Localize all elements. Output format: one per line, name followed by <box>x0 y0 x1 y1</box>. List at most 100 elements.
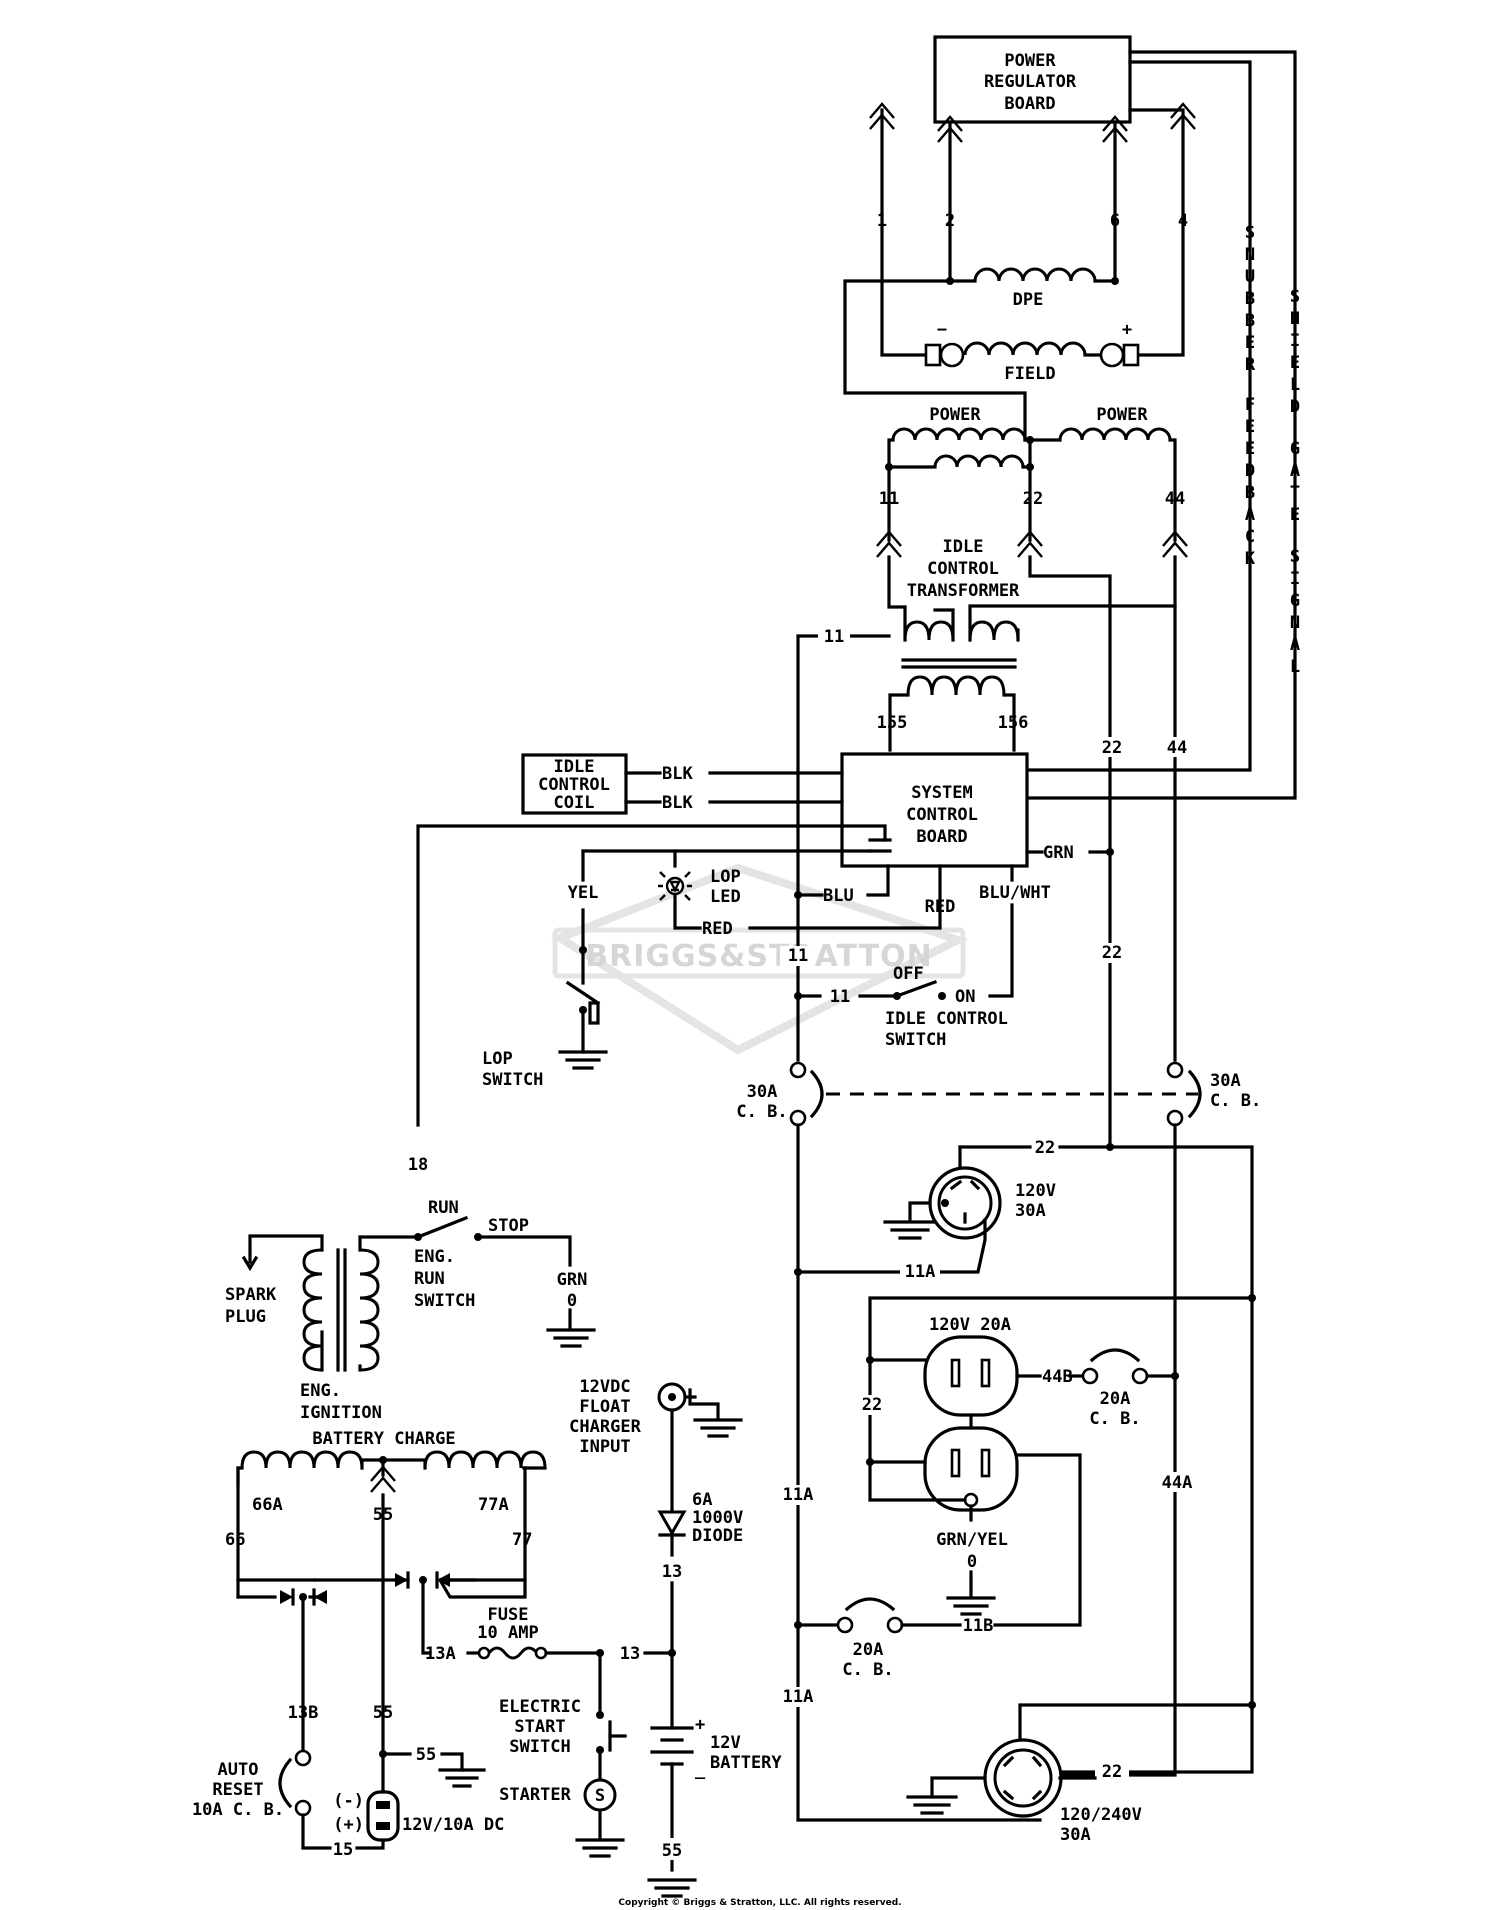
idle-control-coil: IDLE CONTROL COIL <box>521 753 628 815</box>
spark-plug-label-2: PLUG <box>225 1307 266 1327</box>
wire-13a-label: 13A <box>425 1644 456 1664</box>
signal-letter-6: L <box>1290 657 1300 677</box>
ers-label-1: ENG. <box>414 1247 455 1267</box>
wire-11-main <box>796 634 891 1062</box>
diode-6a: 6A 1000V DIODE <box>657 1490 743 1557</box>
lop-led-label-2: LED <box>710 887 741 907</box>
wire-22-bottom-bg <box>1095 1762 1129 1782</box>
outlet-120-240v-30a: 120/240V 30A <box>906 1703 1254 1845</box>
ess-label-2: START <box>514 1717 565 1737</box>
wire-22-mid-label: 22 <box>1102 738 1122 758</box>
starter: S STARTER <box>499 1778 625 1858</box>
wire-44-mid-label: 44 <box>1167 738 1187 758</box>
red-wire-led <box>673 864 942 930</box>
power-regulator-board: POWER REGULATOR BOARD <box>933 35 1132 124</box>
wire-44b-label: 44B <box>1042 1367 1073 1387</box>
spark-plug-label-1: SPARK <box>225 1285 277 1305</box>
wire-66a-label: 66A <box>252 1495 283 1515</box>
node-11a-1 <box>794 1268 802 1276</box>
blu-wht-wire <box>988 864 1014 998</box>
wire-11-left-bg <box>780 946 814 966</box>
scb-label-3: BOARD <box>916 827 967 847</box>
wire-22-bottom-label: 22 <box>1102 1762 1122 1782</box>
snubber-feedback-wire <box>1023 60 1252 772</box>
auto-reset-label-1: AUTO <box>218 1760 259 1780</box>
feedback-letter-2: E <box>1245 417 1255 437</box>
feedback-letter-1: F <box>1245 395 1255 415</box>
ess-label-1: ELECTRIC <box>499 1697 581 1717</box>
fuse-label-2: 10 AMP <box>477 1623 538 1643</box>
fuse-label-1: FUSE <box>488 1605 529 1625</box>
wire-55-gnd-label: 55 <box>416 1745 436 1765</box>
scb-label-2: CONTROL <box>906 805 978 825</box>
feedback-letter-3: E <box>1245 439 1255 459</box>
diode-label-1: 6A <box>692 1490 712 1510</box>
prb-label-1: POWER <box>1004 51 1056 71</box>
run-label: RUN <box>428 1198 459 1218</box>
wire-44-bg <box>1160 737 1192 757</box>
signal-letter-3: G <box>1290 591 1300 611</box>
wire-22-bus-label: 22 <box>1035 1138 1055 1158</box>
node-22-right <box>1248 1294 1256 1302</box>
icc-label-3: COIL <box>554 793 595 813</box>
field-plus: + <box>1122 320 1132 340</box>
ers-label-3: SWITCH <box>414 1291 475 1311</box>
cb-20a-top: 20A C. B. <box>1081 1348 1179 1429</box>
snubber-letter-2: N <box>1245 245 1255 265</box>
wire-77-down <box>437 1577 527 1599</box>
outlet-120v-20a: 120V 20A <box>866 1315 1084 1627</box>
scb-contact <box>868 838 892 853</box>
wire-55-battery-bg <box>652 1838 692 1860</box>
gate-letter-2: A <box>1290 461 1300 481</box>
field-minus: − <box>937 320 947 340</box>
fuse-10a: FUSE 10 AMP <box>466 1605 674 1660</box>
lop-switch-label-2: SWITCH <box>482 1070 543 1090</box>
wire-22-dup-bg <box>857 1395 887 1415</box>
red-label-1: RED <box>702 919 733 939</box>
wire-2-label: 2 <box>945 211 955 231</box>
copyright-text: Copyright © Briggs & Stratton, LLC. All … <box>618 1898 901 1908</box>
cb-20a-bottom: 20A C. B. <box>794 1597 962 1680</box>
feedback-letter-4: D <box>1245 461 1255 481</box>
float-label-3: CHARGER <box>569 1417 641 1437</box>
wire-55-battery-label: 55 <box>662 1841 682 1861</box>
ign-label-2: IGNITION <box>300 1403 382 1423</box>
battery-charge-winding <box>236 1450 547 1582</box>
blk-label-2: BLK <box>662 793 693 813</box>
lop-switch: LOP SWITCH <box>482 946 608 1090</box>
wire-11a-bg-3 <box>780 1687 820 1707</box>
wire-44-top-label: 44 <box>1165 489 1185 509</box>
wire-18-label: 18 <box>408 1155 428 1175</box>
ict-label-1: IDLE <box>943 537 984 557</box>
icc-label-1: IDLE <box>554 757 595 777</box>
field-label: FIELD <box>1004 364 1055 384</box>
prb-label-2: REGULATOR <box>984 72 1077 92</box>
wire-44a-label: 44A <box>1162 1473 1193 1493</box>
snubber-letter-3: U <box>1245 267 1255 287</box>
eng-ignition: ENG. IGNITION SPARK PLUG <box>225 1234 382 1423</box>
cb20b-label-2: C. B. <box>842 1660 893 1680</box>
gate-letter-4: E <box>1290 505 1300 525</box>
ics-label-2: SWITCH <box>885 1030 946 1050</box>
yel-label: YEL <box>568 883 599 903</box>
ign-label-1: ENG. <box>300 1381 341 1401</box>
power-left-label: POWER <box>929 405 981 425</box>
wire-44a-bg <box>1157 1472 1197 1492</box>
wire-11-left-label: 11 <box>788 946 808 966</box>
snubber-letter-5: B <box>1245 311 1255 331</box>
blu-label: BLU <box>823 886 854 906</box>
cb20t-label-1: 20A <box>1100 1389 1131 1409</box>
wire-13-label-1: 13 <box>620 1644 640 1664</box>
grn-yel-ground <box>946 1570 996 1616</box>
starter-label: STARTER <box>499 1785 571 1805</box>
cb30r-label-1: 30A <box>1210 1071 1241 1091</box>
idle-control-transformer <box>887 555 1177 756</box>
grn-yel-label: GRN/YEL <box>936 1530 1008 1550</box>
wire-11-bg <box>818 626 850 646</box>
cb20b-label-1: 20A <box>853 1640 884 1660</box>
conn-44 <box>1162 530 1188 558</box>
system-control-board: SYSTEM CONTROL BOARD <box>840 752 1029 868</box>
lop-led-label-1: LOP <box>710 867 741 887</box>
shield-gate-signal-wire <box>1023 50 1297 800</box>
